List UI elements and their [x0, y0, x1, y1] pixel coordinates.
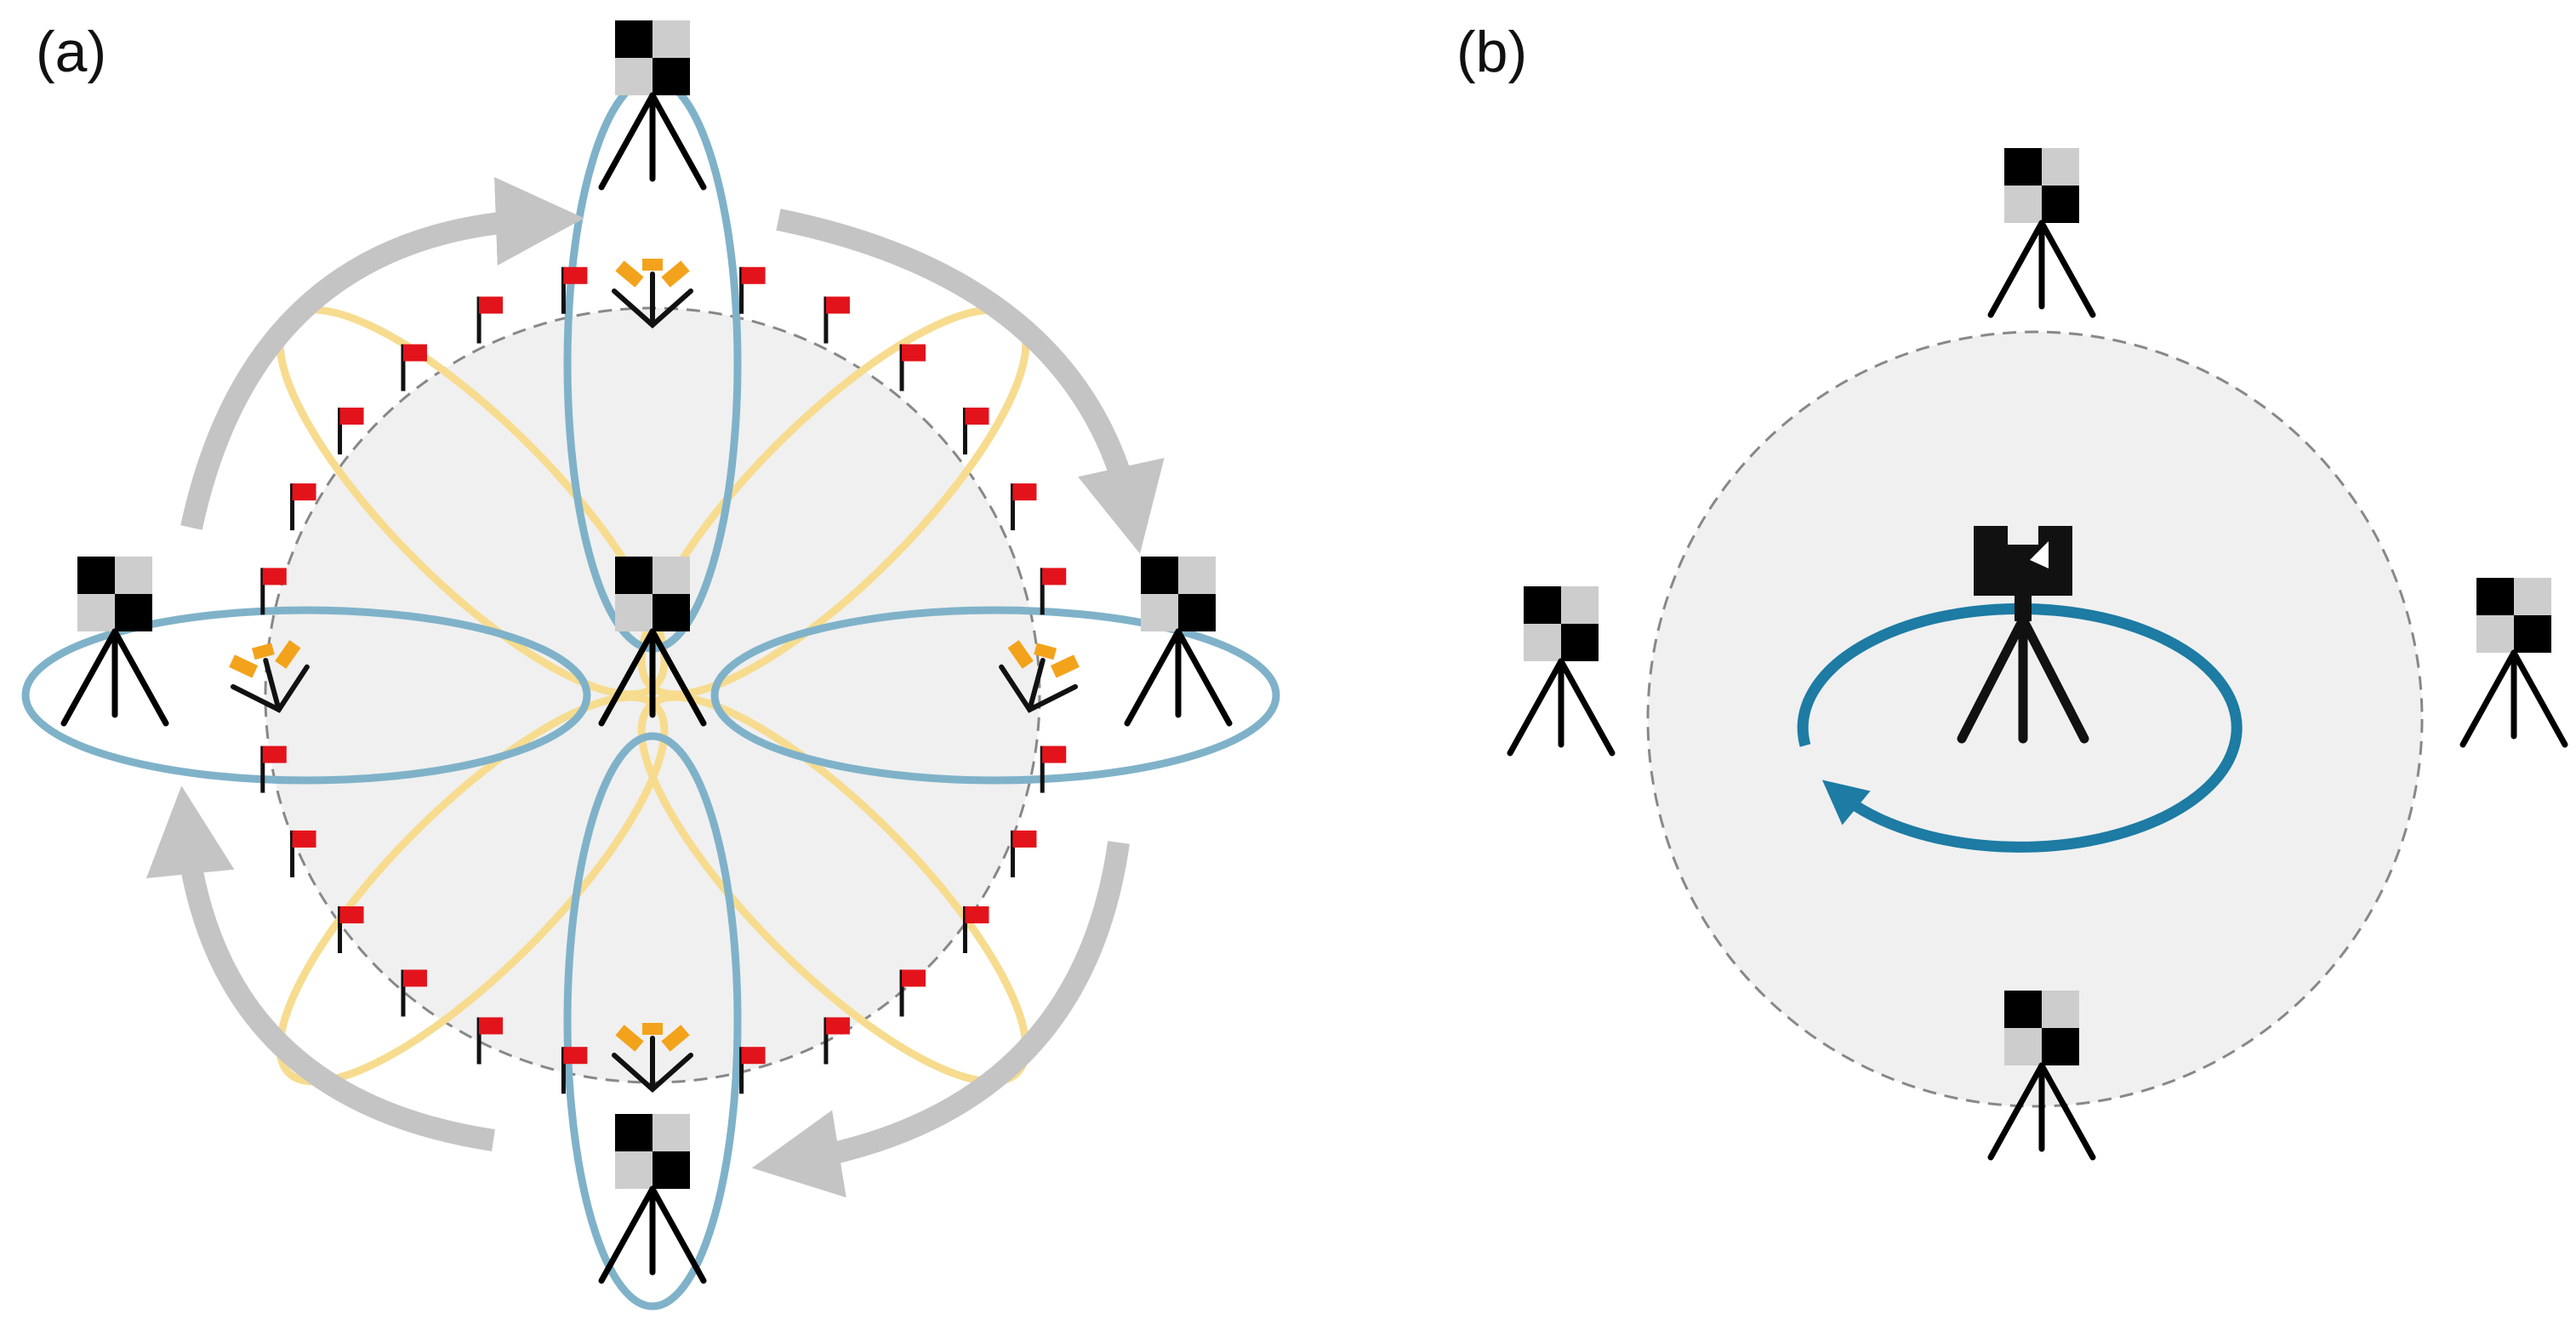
sequence-arrows: [145, 177, 1165, 1198]
tripod-scanner-icon: [2459, 578, 2568, 748]
red-flag-marker-icon: [561, 266, 588, 314]
sequence-arrow-bottom-left: [145, 785, 495, 1151]
orange-bracket-target-icon: [612, 259, 693, 329]
tripod-legs: [1987, 1062, 2096, 1161]
red-flag-marker-icon: [962, 906, 989, 954]
red-flag-marker-icon: [824, 1017, 850, 1065]
blue-loop-left: [21, 606, 591, 785]
flag-markers: [260, 266, 1067, 1094]
orange-bracket-target-icon: [612, 1023, 693, 1094]
red-flag-marker-icon: [899, 969, 926, 1017]
orange-bracket-target-icon: [999, 640, 1080, 713]
red-flag-marker-icon: [401, 969, 427, 1017]
red-flag-marker-icon: [824, 296, 850, 344]
tripod-scanner-icon: [1987, 148, 2096, 318]
tripod-scanner-icon: [1507, 586, 1616, 757]
scanner-positions-b: [1507, 148, 2568, 1161]
checkerboard-target-icon: [2476, 578, 2551, 653]
tripod-legs: [2459, 649, 2568, 748]
red-flag-marker-icon: [338, 906, 364, 954]
red-flag-marker-icon: [739, 266, 766, 314]
tripod-legs: [598, 1185, 707, 1284]
red-flag-marker-icon: [1010, 483, 1037, 531]
blue-loop-bottom: [563, 732, 742, 1311]
red-flag-marker-icon: [739, 1047, 766, 1094]
panel-a: (a): [21, 20, 1280, 1311]
tripod-scanner-icon: [60, 557, 169, 727]
red-flag-marker-icon: [290, 830, 316, 877]
red-flag-marker-icon: [1010, 830, 1037, 877]
checkerboard-target-icon: [1141, 557, 1216, 631]
sequence-arrow-top-right: [776, 208, 1165, 554]
tripod-legs: [598, 92, 707, 191]
red-flag-marker-icon: [290, 483, 316, 531]
checkerboard-target-icon: [1524, 586, 1599, 661]
tripod-scanner-icon: [1987, 991, 2096, 1161]
red-flag-marker-icon: [1040, 568, 1067, 615]
bracket-targets: [229, 259, 1080, 1094]
sequence-arrow-top-left: [180, 177, 584, 530]
laser-scanner-icon: [1957, 526, 2089, 744]
tripod-scanner-icon: [598, 557, 707, 727]
checkerboard-target-icon: [615, 20, 690, 95]
tripod-legs: [1987, 220, 2096, 318]
scanner-positions-a: [60, 20, 1233, 1284]
tripod-legs: [598, 628, 707, 727]
checkerboard-target-icon: [2004, 148, 2079, 223]
red-flag-marker-icon: [476, 296, 504, 344]
panel-a-label: (a): [36, 20, 106, 84]
scanning-zone-b: [1646, 330, 2424, 1108]
tripod-scanner-icon: [598, 20, 707, 191]
red-flag-marker-icon: [260, 745, 287, 793]
checkerboard-target-icon: [615, 557, 690, 631]
panel-b: (b): [1456, 20, 2568, 1161]
orange-bracket-target-icon: [229, 640, 310, 713]
red-flag-marker-icon: [1040, 745, 1067, 793]
blue-loop-right: [710, 606, 1280, 785]
red-flag-marker-icon: [561, 1047, 588, 1094]
red-flag-marker-icon: [260, 568, 287, 615]
checkerboard-target-icon: [77, 557, 152, 631]
tripod-legs: [60, 628, 169, 727]
rotation-arrow-icon: [1797, 603, 2243, 853]
red-flag-marker-icon: [899, 344, 926, 391]
tripod-legs: [1507, 658, 1616, 757]
red-flag-marker-icon: [338, 407, 364, 454]
tripod-scanner-icon: [1124, 557, 1233, 727]
tripod-scanner-icon: [598, 1114, 707, 1284]
red-flag-marker-icon: [476, 1017, 504, 1065]
sequence-arrow-bottom-right: [751, 841, 1130, 1198]
red-flag-marker-icon: [962, 407, 989, 454]
red-flag-marker-icon: [401, 344, 427, 391]
panel-b-label: (b): [1456, 20, 1527, 84]
checkerboard-target-icon: [615, 1114, 690, 1189]
tripod-legs: [1124, 628, 1233, 727]
checkerboard-target-icon: [2004, 991, 2079, 1065]
